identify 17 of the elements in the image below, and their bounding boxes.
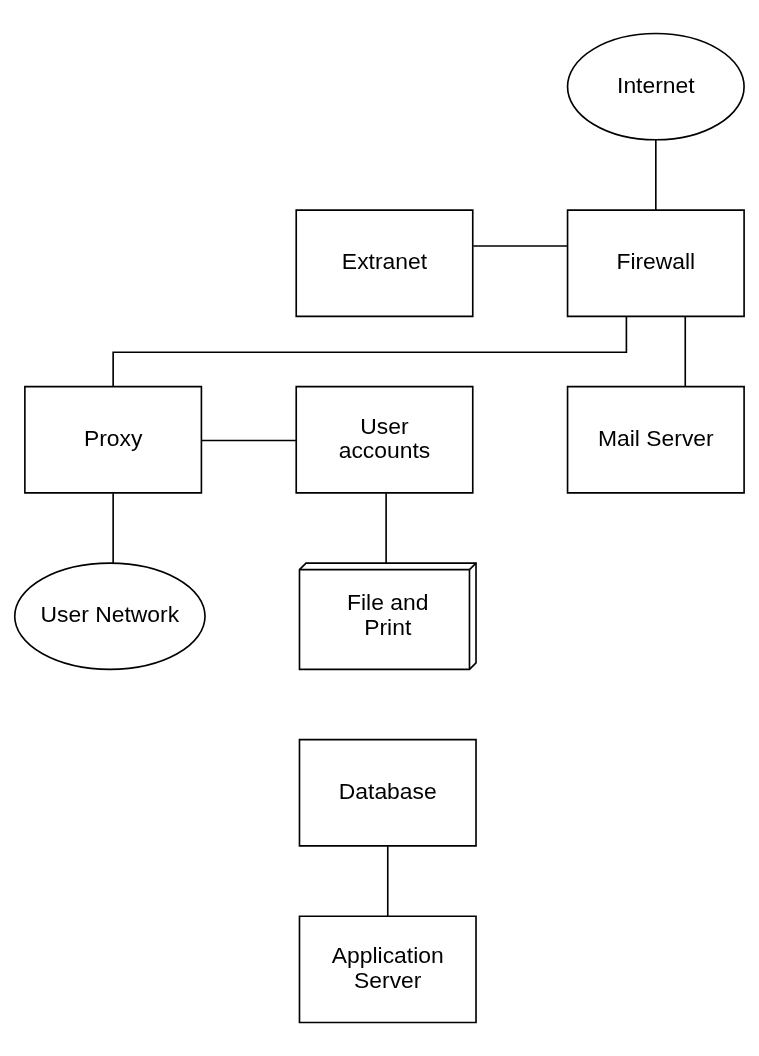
connector xyxy=(386,845,389,917)
connector xyxy=(472,245,569,247)
connector xyxy=(112,492,114,564)
node-ellipse: User Network xyxy=(13,562,206,671)
node-box: Database xyxy=(298,738,477,847)
node-box: Proxy xyxy=(24,385,203,494)
connector xyxy=(201,439,297,442)
node-ellipse: Internet xyxy=(566,32,745,141)
connector xyxy=(385,492,387,564)
connector xyxy=(112,315,628,388)
node-box: Mail Server xyxy=(566,385,745,494)
connector xyxy=(684,315,687,388)
node-box: User accounts xyxy=(295,385,474,494)
connector xyxy=(655,139,657,211)
node-box: Extranet xyxy=(295,209,474,318)
node-box: Application Server xyxy=(298,915,477,1024)
node-box: Firewall xyxy=(566,209,745,318)
